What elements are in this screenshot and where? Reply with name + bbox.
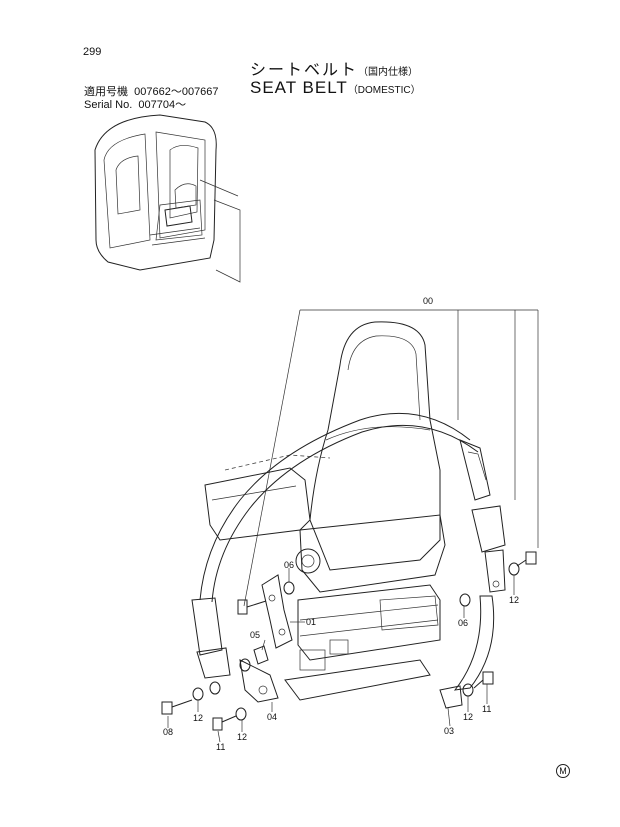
callout-12-a: 12: [193, 713, 204, 723]
callout-12-c: 12: [509, 595, 520, 605]
cab-inset-drawing: [94, 114, 241, 283]
callout-12-d: 12: [463, 712, 474, 722]
seat-drawing: [204, 321, 446, 701]
callout-00: 00: [423, 296, 434, 306]
title-japanese: シートベルト（国内仕様）: [250, 56, 418, 80]
title-english: SEAT BELT（DOMESTIC）: [250, 78, 421, 98]
callout-04: 04: [267, 712, 278, 722]
callout-01: 01: [306, 617, 317, 627]
serial-line-1: 適用号機 007662～007667: [84, 86, 219, 98]
serial-label-en: Serial No.: [84, 99, 133, 111]
title-english-text: SEAT BELT: [250, 78, 348, 97]
leader-lines: [167, 568, 515, 743]
title-english-note: （DOMESTIC）: [347, 85, 421, 96]
m-mark-symbol: M: [556, 764, 570, 778]
callout-08: 08: [163, 727, 174, 737]
serial-label-jp: 適用号機: [84, 86, 128, 98]
belt-right-drawing: [439, 439, 506, 709]
callout-11-a: 11: [216, 742, 226, 752]
title-japanese-note: （国内仕様）: [358, 67, 419, 78]
serial-range-1: 007662～007667: [134, 86, 219, 98]
page-number: 299: [83, 46, 102, 58]
title-japanese-text: シートベルト: [250, 62, 359, 79]
hardware-drawing: [161, 551, 537, 731]
reference-lines: [243, 309, 539, 607]
callout-12-b: 12: [237, 732, 248, 742]
serial-range-2: 007704～: [138, 99, 187, 111]
callout-05: 05: [250, 630, 261, 640]
callout-11-b: 11: [482, 704, 492, 714]
serial-line-2: Serial No. 007704～: [84, 99, 186, 111]
callout-06-left: 06: [284, 560, 295, 570]
callout-03: 03: [444, 726, 455, 736]
callout-06-right: 06: [458, 618, 469, 628]
belt-left-drawing: [191, 412, 479, 679]
